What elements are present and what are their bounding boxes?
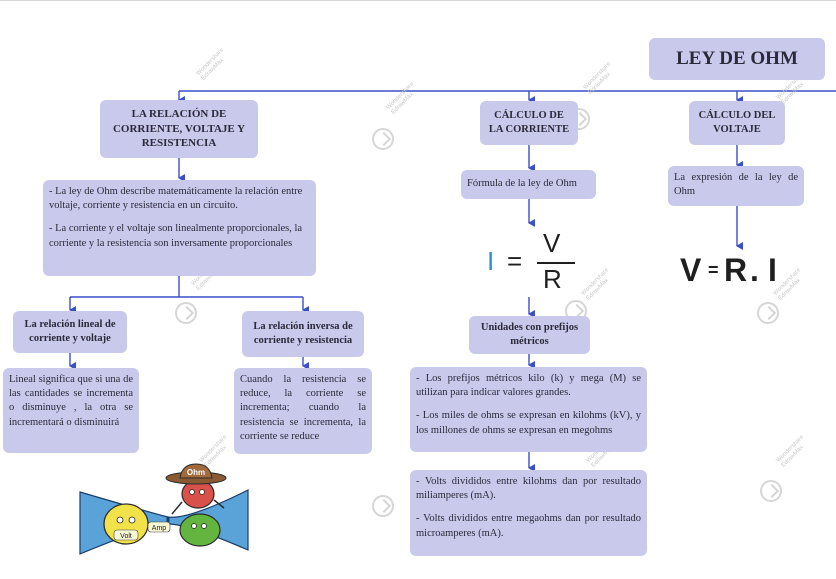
voltage-formula-i: I [768,252,777,288]
unit-results-text[interactable]: - Volts divididos entre kilohms dan por … [410,470,647,556]
voltage-formula-eq: = [708,260,719,280]
linear-relation-text[interactable]: Lineal significa que si una de las canti… [3,368,139,453]
ohm-label: Ohm [187,468,205,477]
watermark-logo-icon [757,302,779,324]
amp-tag [147,521,171,533]
ohm-law-illustration: Volt Amp Ohm [79,463,249,555]
top-border [0,0,836,1]
ohm-hat-crown [179,463,213,479]
relation-desc-2: - La corriente y el voltaje son linealme… [49,223,303,249]
voltage-description[interactable]: La expresión de la ley de Ohm [668,166,804,206]
formula-denominator: R [543,264,562,294]
amp-character [179,513,221,547]
metric-units-1: - Los prefijos métricos kilo (k) y mega … [416,373,641,399]
formula-current-symbol: I [487,246,495,276]
current-formula: I = V R [487,228,577,294]
amp-label: Amp [152,525,167,532]
watermark-logo-icon [372,128,394,150]
watermark-logo-icon [372,495,394,517]
unit-result-1: - Volts divididos entre kilohms dan por … [416,476,641,502]
fraction-bar [537,262,575,264]
voltage-formula-dot: . [750,252,759,288]
relation-title[interactable]: LA RELACIÓN DE CORRIENTE, VOLTAJE Y RESI… [100,100,258,158]
volt-label: Volt [120,533,132,540]
formula-equals: = [507,246,523,276]
metric-units-text[interactable]: - Los prefijos métricos kilo (k) y mega … [410,367,647,452]
watermark-logo-icon [760,480,782,502]
relation-desc-1: - La ley de Ohm describe matemáticamente… [49,186,303,212]
inverse-relation-title[interactable]: La relación inversa de corriente y resis… [242,311,364,357]
linear-relation-title[interactable]: La relación lineal de corriente y voltaj… [13,311,127,353]
voltage-formula-r: R [724,252,748,288]
relation-description[interactable]: - La ley de Ohm describe matemáticamente… [43,180,316,276]
metric-units-2: - Los miles de ohms se expresan en kiloh… [416,410,641,436]
unit-result-2: - Volts divididos entre megaohms dan por… [416,513,641,539]
voltage-formula-v: V [680,252,702,288]
volt-tag [113,529,139,541]
current-calc-title[interactable]: CÁLCULO DE LA CORRIENTE [480,101,578,145]
formula-label[interactable]: Fórmula de la ley de Ohm [461,170,596,199]
metric-units-title[interactable]: Unidades con prefijos métricos [469,316,590,354]
main-title[interactable]: LEY DE OHM [649,38,825,80]
ohm-arms [171,499,225,515]
voltage-formula: V = R . I [680,252,800,292]
voltage-calc-title[interactable]: CÁLCULO DEL VOLTAJE [689,101,785,145]
formula-numerator: V [543,228,561,258]
inverse-relation-text[interactable]: Cuando la resistencia se reduce, la corr… [234,368,372,454]
watermark-logo-icon [175,302,197,324]
